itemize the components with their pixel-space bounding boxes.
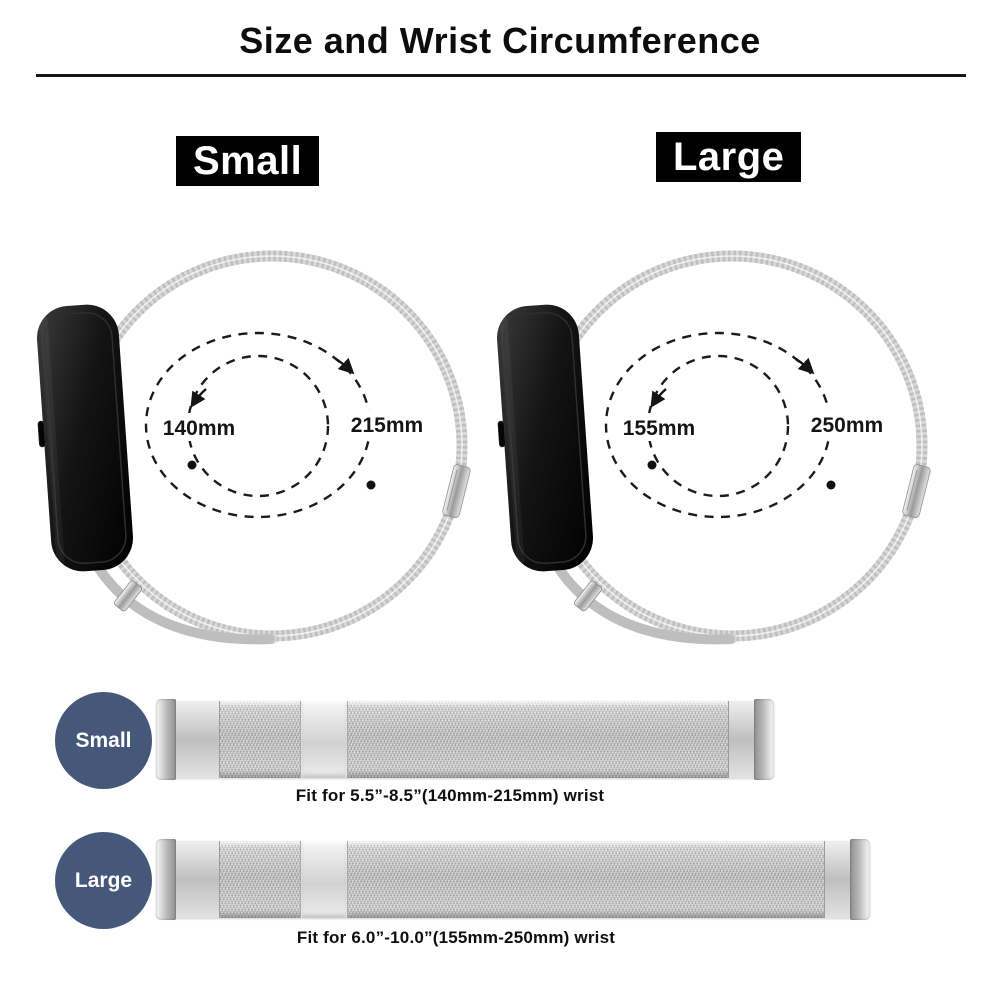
strap-endcap-right [754, 699, 774, 780]
outer-circumference-label: 215mm [351, 414, 423, 437]
inner-arrowhead-icon [190, 388, 207, 408]
outer-arrowhead-icon [335, 357, 355, 375]
strap-endcap-right [850, 839, 870, 920]
strap-image-large [156, 839, 870, 920]
inner-circumference-label: 140mm [163, 417, 235, 440]
label-backing [342, 410, 432, 438]
arc-dot [187, 460, 197, 470]
band-clasp-small-piece [574, 580, 602, 612]
size-circle-large: Large [55, 832, 152, 929]
watch-body [496, 304, 594, 572]
watch-diagram-large: 155mm 250mm [496, 250, 931, 645]
watch-side-slot [37, 420, 46, 448]
arc-dot [647, 460, 657, 470]
band-clasp-small-piece [114, 580, 142, 612]
size-badge-small: Small [176, 136, 320, 186]
label-backing [802, 410, 892, 438]
band-connector [442, 464, 471, 518]
strap-brushed-segment [176, 701, 220, 778]
strap-brushed-segment [824, 841, 850, 918]
strap-brushed-segment [176, 841, 220, 918]
strap-magnetic-clasp [300, 701, 348, 778]
size-circle-small: Small [55, 692, 152, 789]
page-title: Size and Wrist Circumference [239, 20, 761, 61]
strap-magnetic-clasp [300, 841, 348, 918]
inner-circumference-label: 155mm [623, 417, 695, 440]
label-backing [616, 413, 702, 441]
arc-dot [826, 480, 836, 490]
watch-band-circle [76, 250, 468, 642]
size-circle-large-label: Large [74, 868, 133, 892]
strap-endcap-left [156, 839, 176, 920]
fit-text-small: Fit for 5.5”-8.5”(140mm-215mm) wrist [295, 786, 605, 805]
fit-text-large: Fit for 6.0”-10.0”(155mm-250mm) wrist [296, 928, 616, 947]
title-divider [36, 74, 966, 77]
strap-endcap-left [156, 699, 176, 780]
band-connector [902, 464, 931, 518]
watch-diagram-small: 140mm 215mm [36, 250, 471, 645]
size-badge-large: Large [656, 132, 802, 182]
arc-dot [366, 480, 376, 490]
outer-circumference-label: 250mm [811, 414, 883, 437]
inner-arrowhead-icon [650, 388, 667, 408]
size-circle-small-label: Small [75, 728, 132, 752]
strap-image-small [156, 699, 774, 780]
strap-brushed-segment [728, 701, 754, 778]
outer-arrowhead-icon [795, 357, 815, 375]
watch-side-slot [497, 420, 506, 448]
watch-body [36, 304, 134, 572]
watch-band-circle [536, 250, 928, 642]
label-backing [156, 413, 242, 441]
